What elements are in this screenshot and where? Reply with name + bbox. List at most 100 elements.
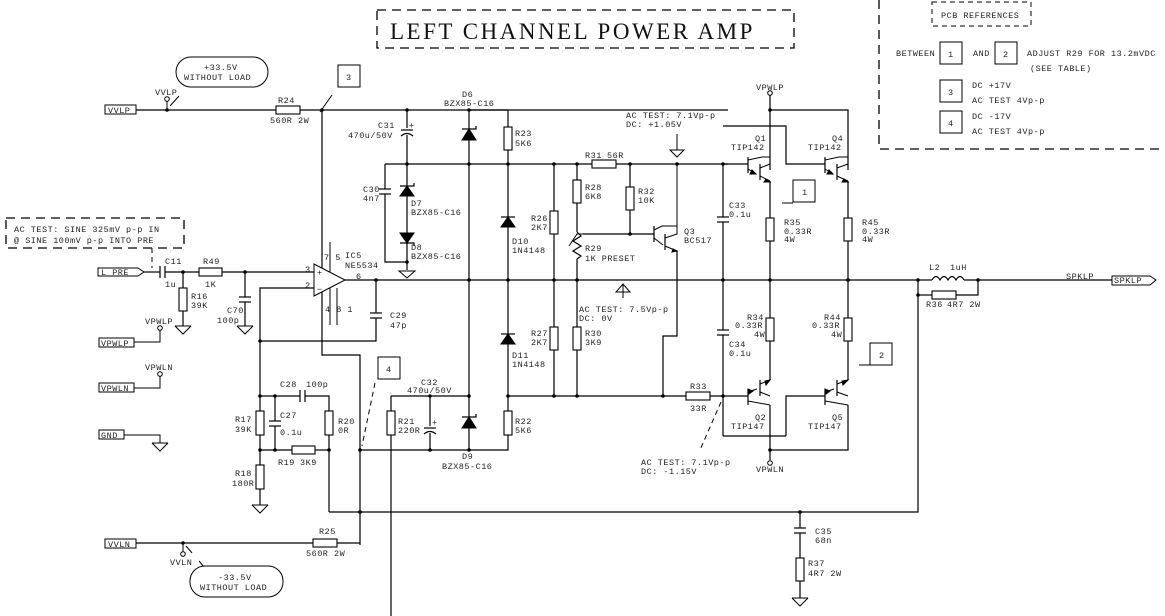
r30-value: 3K9 bbox=[585, 338, 602, 348]
r33-ref: R33 bbox=[690, 382, 707, 392]
c28-ref: C28 bbox=[280, 380, 297, 390]
ic5-pin2: 2 bbox=[305, 281, 311, 291]
c27-ref: C27 bbox=[280, 411, 297, 421]
callout-pos-line1: +33.5V bbox=[204, 63, 238, 73]
c33-ref: C33 bbox=[729, 201, 746, 211]
c29-ref: C29 bbox=[390, 311, 407, 321]
ic5-value: NE5534 bbox=[345, 261, 379, 271]
r20-ref: R20 bbox=[338, 417, 355, 427]
inductor-l2 bbox=[931, 275, 965, 282]
positive-supply: VVLP R24 560R 2W VVLP +33.5V WITHOUT LOA… bbox=[104, 56, 728, 126]
c70-value: 100p bbox=[217, 316, 239, 326]
ic5-pins-bottom: 4 8 1 bbox=[325, 305, 353, 315]
resistor-r45 bbox=[843, 217, 853, 242]
r31-ref: R31 bbox=[585, 151, 602, 161]
r30-ref: R30 bbox=[585, 329, 602, 339]
preset-r29[interactable] bbox=[571, 231, 583, 260]
r23-ref: R23 bbox=[515, 129, 532, 139]
r23-value: 5K6 bbox=[515, 139, 532, 149]
r17-ref: R17 bbox=[235, 415, 252, 425]
c35-value: 68n bbox=[815, 536, 832, 546]
callout-input-line2: @ SINE 100mV p-p INTO PRE bbox=[14, 236, 154, 246]
resistor-r35 bbox=[765, 217, 775, 242]
diode-d11 bbox=[500, 333, 516, 345]
test-point-3-label: 3 bbox=[346, 73, 352, 83]
svg-text:+: + bbox=[409, 121, 415, 131]
c34-ref: C34 bbox=[729, 340, 746, 350]
r45-ref: R45 bbox=[862, 218, 879, 228]
net-label-vpwln-left: VPWLN bbox=[145, 363, 173, 373]
pcb-ref-adjust: ADJUST R29 FOR 13.2mVDC bbox=[1027, 49, 1156, 59]
r45-value: 0.33R bbox=[862, 227, 890, 237]
input-section: AC TEST: SINE 325mV p-p IN @ SINE 100mV … bbox=[5, 217, 314, 335]
upper-regulator: + C31 470u/50V C30 4n7 D7 BZX85-C16 D8 B… bbox=[348, 90, 545, 282]
transistor-q5 bbox=[785, 379, 850, 436]
net-label-spklp: SPKLP bbox=[1066, 272, 1094, 282]
net-label-vvlp: VVLP bbox=[155, 88, 177, 98]
r36-value: 4R7 2W bbox=[947, 300, 981, 310]
resistor-r36 bbox=[931, 290, 957, 300]
ic5-ref: IC5 bbox=[345, 251, 362, 261]
resistor-r31 bbox=[591, 159, 617, 169]
callout-positive-supply bbox=[175, 56, 269, 88]
q2-value: TIP147 bbox=[731, 422, 765, 432]
pcb-ref-4-dc: DC -17V bbox=[972, 112, 1012, 122]
c30-value: 4n7 bbox=[363, 194, 380, 204]
resistor-r28 bbox=[572, 179, 582, 204]
test-point-3 bbox=[337, 64, 361, 88]
resistor-r32 bbox=[625, 186, 635, 211]
c31-value: 470u/50V bbox=[348, 131, 393, 141]
test-point-4 bbox=[377, 356, 401, 380]
q1-ref: Q1 bbox=[755, 134, 766, 144]
zener-d7 bbox=[399, 185, 415, 197]
port-spklp[interactable] bbox=[1111, 275, 1157, 286]
r34-power: 4W bbox=[754, 330, 766, 340]
transistor-q3 bbox=[653, 164, 679, 253]
c11-value: 1u bbox=[165, 280, 176, 290]
c30-ref: C30 bbox=[363, 185, 380, 195]
svg-text:+: + bbox=[432, 418, 438, 428]
test-point-2-label: 2 bbox=[879, 351, 885, 361]
c32-value: 470u/50V bbox=[407, 386, 452, 396]
r29-value: 1K PRESET bbox=[585, 254, 635, 264]
r18-value: 180R bbox=[232, 479, 254, 489]
l2-value: 1uH bbox=[950, 263, 967, 273]
q3-ref: Q3 bbox=[684, 227, 695, 237]
r32-ref: R32 bbox=[638, 187, 655, 197]
left-supply-ports: VPWLP VPWLP VPWLN VPWLN GND bbox=[98, 317, 173, 452]
resistor-r26 bbox=[549, 210, 559, 235]
r18-ref: R18 bbox=[235, 469, 252, 479]
q5-ref: Q5 bbox=[832, 413, 843, 423]
r28-ref: R28 bbox=[585, 183, 602, 193]
r33-value: 33R bbox=[690, 404, 707, 414]
q4-ref: Q4 bbox=[832, 134, 843, 144]
title-block: LEFT CHANNEL POWER AMP bbox=[376, 9, 795, 49]
feedback-network: C28 100p R17 39K C27 0.1u R20 0R R19 3K9… bbox=[232, 280, 919, 514]
resistor-r34 bbox=[765, 317, 775, 342]
test-point-4-label: 4 bbox=[386, 365, 392, 375]
c29-value: 47p bbox=[390, 321, 407, 331]
d9-ref: D9 bbox=[462, 452, 473, 462]
port-vpwlp-label: VPWLP bbox=[101, 339, 129, 349]
r34-ref: R34 bbox=[747, 313, 764, 323]
pcb-ref-between: BETWEEN bbox=[896, 49, 935, 59]
output-filter: L2 1uH R36 4R7 2W SPKLP SPKLP C35 68n R3… bbox=[791, 263, 1157, 607]
output-stage: C33 0.1u C34 0.1u VPWLP Q1 TIP142 bbox=[717, 83, 893, 475]
r27-ref: R27 bbox=[531, 329, 548, 339]
title-text: LEFT CHANNEL POWER AMP bbox=[390, 19, 755, 44]
transistor-q1 bbox=[723, 156, 772, 183]
r35-value: 0.33R bbox=[784, 227, 812, 237]
resistor-r19 bbox=[291, 445, 316, 455]
r44-power: 4W bbox=[831, 330, 843, 340]
port-gnd-label: GND bbox=[101, 431, 118, 441]
resistor-r33 bbox=[685, 391, 711, 401]
r44-ref: R44 bbox=[824, 313, 841, 323]
r19-value: 3K9 bbox=[300, 458, 317, 468]
pcb-ref-4-ac: AC TEST 4Vp-p bbox=[972, 127, 1045, 137]
resistor-r44 bbox=[843, 317, 853, 342]
resistor-r20 bbox=[324, 410, 334, 436]
d6-ref: D6 bbox=[462, 90, 473, 100]
resistor-r17 bbox=[255, 410, 265, 436]
port-l-pre[interactable] bbox=[97, 267, 145, 277]
